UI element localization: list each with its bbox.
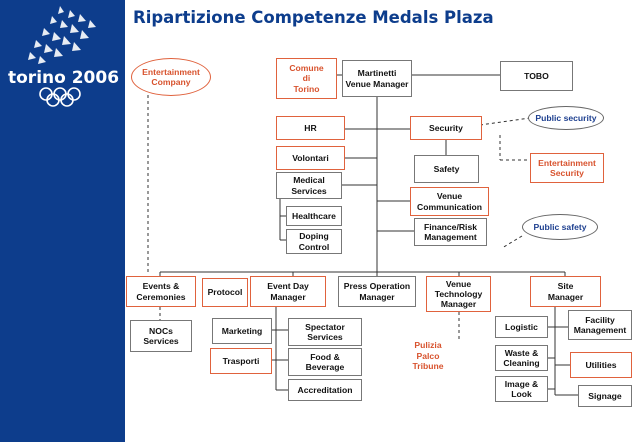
utilities-node: Utilities	[570, 352, 632, 378]
marketing-node: Marketing	[212, 318, 272, 344]
public-security-node: Public security	[528, 106, 604, 130]
volontari-node: Volontari	[276, 146, 345, 170]
logistic-node: Logistic	[495, 316, 548, 338]
security-node: Security	[410, 116, 482, 140]
safety-node: Safety	[414, 155, 479, 183]
events-ceremonies-node: Events &Ceremonies	[126, 276, 196, 307]
trasporti-node: Trasporti	[210, 348, 272, 374]
hr-node: HR	[276, 116, 345, 140]
protocol-node: Protocol	[202, 278, 248, 307]
food-beverage-node: Food &Beverage	[288, 348, 362, 376]
tobo-node: TOBO	[500, 61, 573, 91]
sidebar-panel: torino 2006	[0, 0, 125, 442]
signage-node: Signage	[578, 385, 632, 407]
logo-text: torino 2006	[8, 68, 120, 88]
snowflake-logo-icon	[28, 6, 96, 64]
public-safety-node: Public safety	[522, 214, 598, 240]
page-title: Ripartizione Competenze Medals Plaza	[133, 8, 494, 27]
waste-cleaning-node: Waste &Cleaning	[495, 345, 548, 371]
healthcare-node: Healthcare	[286, 206, 342, 226]
image-look-node: Image &Look	[495, 376, 548, 402]
olympic-rings-icon	[39, 87, 81, 107]
accreditation-node: Accreditation	[288, 379, 362, 401]
